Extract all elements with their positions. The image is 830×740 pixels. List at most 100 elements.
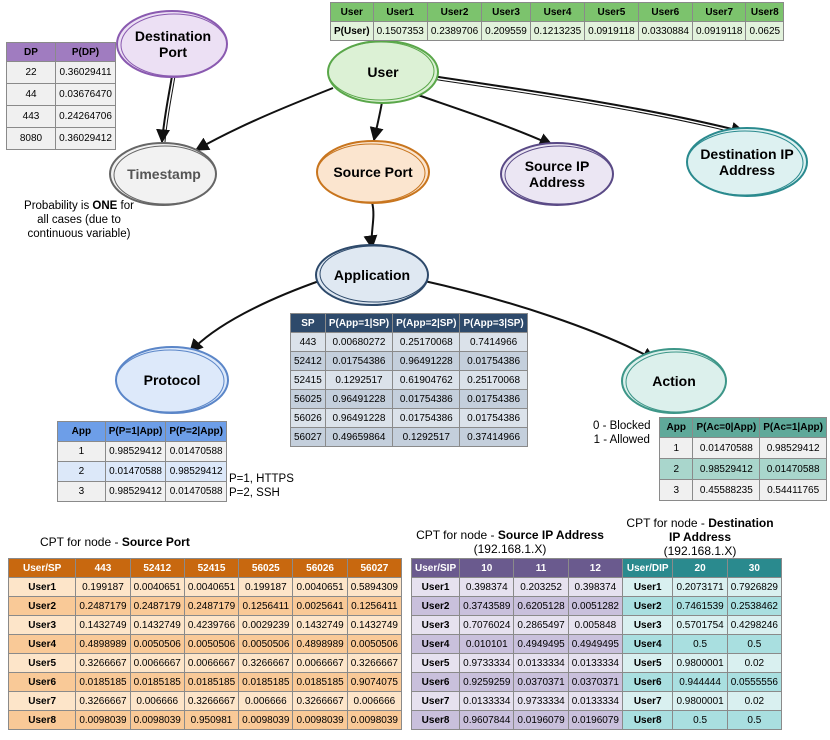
table-cell: 0.7414966 (459, 332, 528, 352)
table-row: User3 0.5701754 0.4298246 (621, 615, 783, 635)
table-cell: 0.61904762 (392, 370, 461, 390)
table-row: User6 0.944444 0.0555556 (621, 672, 783, 692)
table-cell: 0.0625 (745, 21, 785, 41)
table-cell: 0.98529412 (104, 481, 167, 502)
table-cell: 0.01754386 (459, 351, 528, 371)
table-row: User6 0.0185185 0.0185185 0.0185185 0.01… (7, 672, 403, 692)
header-cell: User5 (584, 2, 639, 22)
cpt-dip-caption-bold2: IP Address (668, 530, 732, 544)
table-row: User4 0.4898989 0.0050506 0.0050506 0.00… (7, 634, 403, 654)
table-cell: 0.0050506 (238, 634, 294, 654)
table-cell: 0.0919118 (691, 21, 747, 41)
node-destination-ip[interactable]: Destination IP Address (690, 138, 804, 186)
table-cell: 0.2487179 (75, 596, 131, 616)
table-cell: 0.1507353 (372, 21, 428, 41)
table-cell: 0.944444 (672, 672, 728, 692)
node-source-ip[interactable]: Source IP Address (505, 152, 609, 196)
edge-user-destip (431, 75, 746, 136)
table-cell: 0.96491228 (324, 408, 394, 428)
node-destination-port[interactable]: Destination Port (122, 18, 224, 70)
table-row: 3 0.98529412 0.01470588 (57, 481, 227, 502)
table-row: User5 0.3266667 0.0066667 0.0066667 0.32… (7, 653, 403, 673)
table-row: 56025 0.96491228 0.01754386 0.01754386 (290, 389, 528, 409)
node-shape-destination-ip (686, 127, 808, 197)
table-cell: 0.98529412 (692, 458, 761, 480)
header-cell: DP (6, 42, 56, 62)
row-label: User3 (410, 615, 461, 635)
table-cell: 0.02 (726, 653, 783, 673)
node-protocol[interactable]: Protocol (120, 360, 224, 400)
row-label: User4 (410, 634, 461, 654)
table-row: User2 0.2487179 0.2487179 0.2487179 0.12… (7, 596, 403, 616)
header-cell: User/DIP (621, 558, 674, 578)
table-cell: 0.01754386 (392, 389, 461, 409)
table-cell: 0.199187 (75, 577, 131, 597)
header-cell: P(Ac=1|App) (759, 417, 827, 438)
table-cell: 2 (658, 458, 694, 480)
table-cell: 0.5701754 (672, 615, 728, 635)
edge-application-action (419, 279, 657, 361)
table-cell: 0.01754386 (459, 389, 528, 409)
table-cell: 0.1256411 (346, 596, 403, 616)
row-label: User3 (621, 615, 674, 635)
table-cell: 0.37414966 (459, 427, 528, 447)
node-action[interactable]: Action (624, 361, 724, 401)
table-cell: 0.0050506 (129, 634, 185, 654)
node-user[interactable]: User (333, 52, 433, 92)
protocol-cpt-table: App P(P=1|App) P(P=2|App) 1 0.98529412 0… (57, 421, 227, 502)
node-application[interactable]: Application (320, 255, 424, 295)
table-cell: 0.01754386 (392, 408, 461, 428)
cpt-sp-caption: CPT for node - Source Port (40, 535, 190, 549)
header-cell: User2 (426, 2, 483, 22)
protocol-note: P=1, HTTPS P=2, SSH (229, 472, 294, 500)
table-row: User2 0.3743589 0.6205128 0.0051282 (410, 596, 623, 616)
table-row: 3 0.45588235 0.54411765 (658, 479, 827, 501)
cpt-sip-caption-line2: (192.168.1.X) (473, 542, 547, 556)
table-cell: 0.0098039 (292, 710, 348, 730)
header-cell: User1 (372, 2, 428, 22)
table-cell: 0.7461539 (672, 596, 728, 616)
node-timestamp[interactable]: Timestamp (113, 154, 215, 194)
table-cell: 0.3266667 (75, 691, 131, 711)
protocol-table-header-row: App P(P=1|App) P(P=2|App) (57, 421, 227, 442)
table-cell: 0.199187 (238, 577, 294, 597)
table-cell: 0.0066667 (129, 653, 185, 673)
table-row: User2 0.7461539 0.2538462 (621, 596, 783, 616)
header-cell: 56027 (346, 558, 403, 578)
table-cell: 0.1432749 (292, 615, 348, 635)
node-shape-user (327, 40, 439, 104)
table-row: User1 0.398374 0.203252 0.398374 (410, 577, 623, 597)
row-label: User2 (7, 596, 77, 616)
table-cell: 0.0185185 (183, 672, 240, 692)
table-cell: 0.1432749 (346, 615, 403, 635)
header-cell: 30 (726, 558, 783, 578)
table-cell: 0.398374 (567, 577, 623, 597)
table-row: 8080 0.36029412 (6, 127, 116, 150)
node-source-port[interactable]: Source Port (320, 152, 426, 192)
table-row: User7 0.3266667 0.006666 0.3266667 0.006… (7, 691, 403, 711)
header-cell: 20 (672, 558, 728, 578)
table-row: 52415 0.1292517 0.61904762 0.25170068 (290, 370, 528, 390)
table-cell: 0.005848 (567, 615, 623, 635)
cpt-source-port-table: User/SP 443 52412 52415 56025 56026 5602… (7, 558, 403, 730)
app-table-header-row: SP P(App=1|SP) P(App=2|SP) P(App=3|SP) (290, 313, 528, 333)
node-destination-ip-label: Destination IP Address (700, 146, 794, 178)
header-cell: P(Ac=0|App) (692, 417, 761, 438)
table-cell: 0.2389706 (426, 21, 483, 41)
protocol-note-line1: P=1, HTTPS (229, 473, 294, 485)
edge-user-destip-sketch (431, 78, 745, 136)
header-cell: 56025 (238, 558, 294, 578)
user-prior-table: User User1 User2 User3 User4 User5 User6… (330, 2, 785, 41)
row-label: User2 (621, 596, 674, 616)
header-cell: User7 (691, 2, 747, 22)
header-cell: 52412 (129, 558, 185, 578)
node-shape-source-ip (500, 142, 614, 206)
table-cell: 0.1432749 (75, 615, 131, 635)
table-cell: 0.3266667 (75, 653, 131, 673)
header-cell: 52415 (183, 558, 240, 578)
header-cell: User/SP (7, 558, 77, 578)
table-cell: 22 (6, 61, 56, 84)
table-cell: 0.98529412 (759, 437, 827, 459)
table-cell: 0.3266667 (292, 691, 348, 711)
